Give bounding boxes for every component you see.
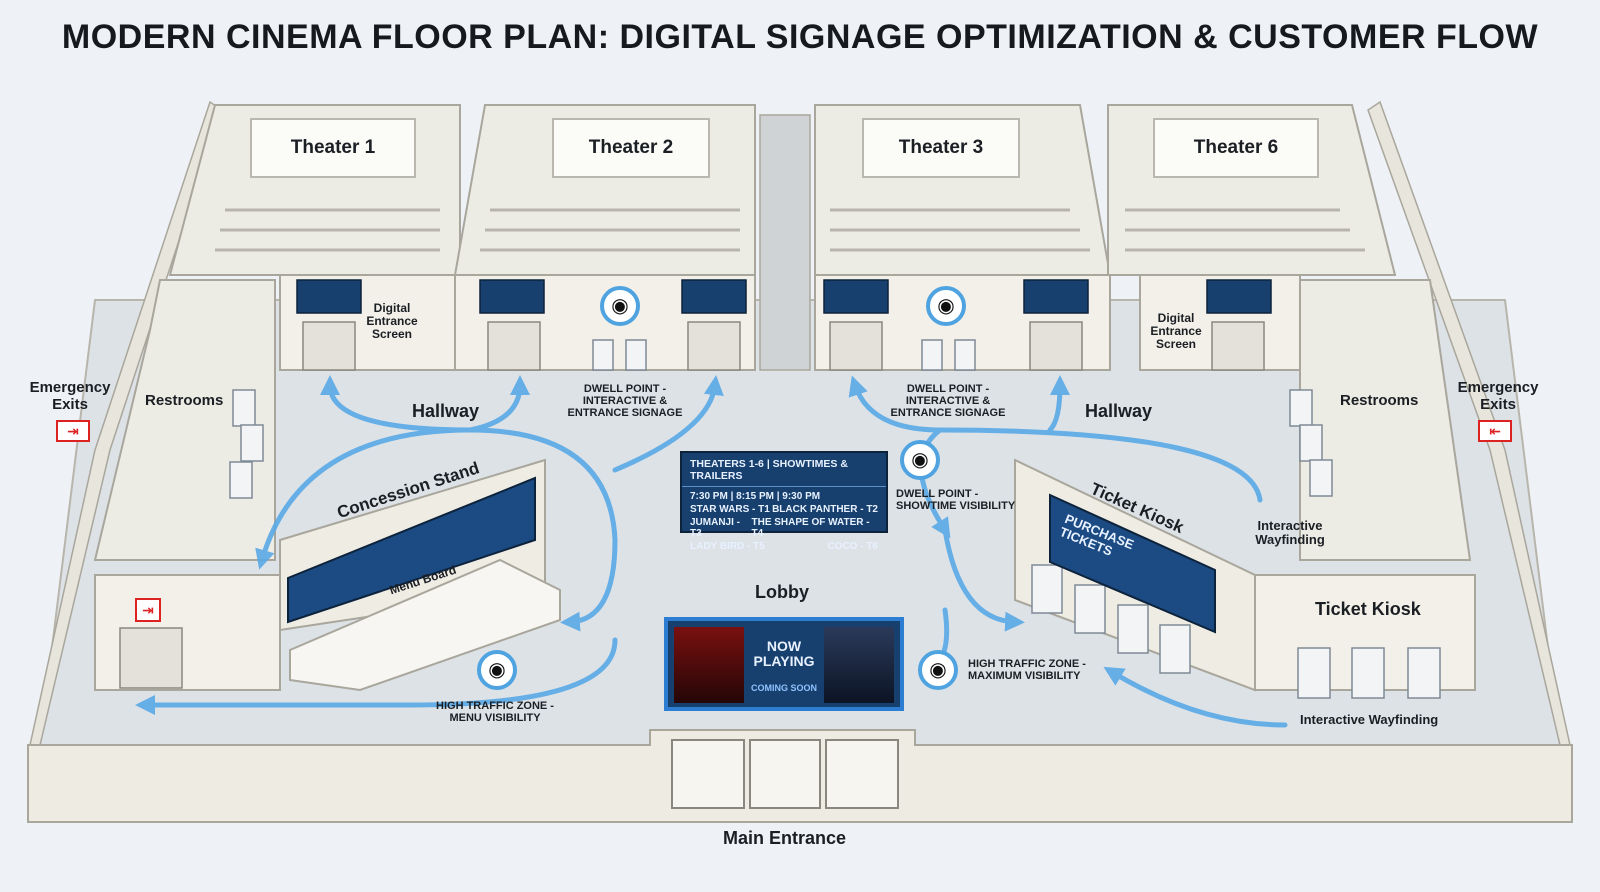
restrooms-label-left: Restrooms [145,392,224,409]
eye-icon: ◉ [600,286,640,326]
dwell-point-label-left: DWELL POINT - INTERACTIVE & ENTRANCE SIG… [567,383,683,420]
center-corridor [759,114,811,371]
theater-3-sign: Theater 3 [862,118,1020,178]
lobby-label: Lobby [755,582,809,602]
poster-right [824,627,894,703]
emergency-exits-label-left: Emergency Exits [29,379,111,413]
showtime-cell: JUMANJI - T3 [690,517,741,539]
now-playing-screen: NOW PLAYING COMING SOON [664,617,904,711]
showtime-cell: THE SHAPE OF WATER - T4 [751,517,870,539]
exit-sign-icon: ⇥ [135,598,161,622]
theater-1-sign: Theater 1 [250,118,416,178]
seating [215,208,1365,252]
coming-soon-label: COMING SOON [750,683,817,693]
emergency-exits-label-right: Emergency Exits [1457,379,1539,413]
eye-icon: ◉ [926,286,966,326]
customer-flow-arrows [135,375,1288,728]
showtime-board: THEATERS 1-6 | SHOWTIMES & TRAILERS 7:30… [680,451,888,552]
kiosks [229,339,1441,699]
high-traffic-menu-label: HIGH TRAFFIC ZONE - MENU VISIBILITY [436,700,554,725]
interactive-wayfinding-label-bottom: Interactive Wayfinding [1300,712,1439,727]
exit-sign-icon: ⇤ [1478,420,1512,442]
interactive-wayfinding-label-top: Interactive Wayfinding [1255,518,1325,548]
poster-left [674,627,744,703]
hallway-label-left: Hallway [412,401,480,421]
theater-doors [119,321,1265,689]
eye-icon: ◉ [918,650,958,690]
purchase-tickets-screen [1049,493,1216,634]
showtime-row: LADY BIRD - T5 COCO - T6 [682,540,886,553]
now-playing-label: NOW PLAYING [753,638,815,669]
page-title: MODERN CINEMA FLOOR PLAN: DIGITAL SIGNAG… [61,18,1539,56]
eye-icon: ◉ [477,650,517,690]
showtime-row: 7:30 PM | 8:15 PM | 9:30 PM [682,490,886,503]
main-entrance-label: Main Entrance [723,828,847,848]
exit-sign-icon: ⇥ [56,420,90,442]
showtime-cell: STAR WARS - T1 [690,504,770,515]
ticket-kiosk-label: Ticket Kiosk [1315,599,1421,619]
hallway-label-right: Hallway [1085,401,1153,421]
showtime-cell: LADY BIRD - T5 [690,541,765,552]
high-traffic-max-label: HIGH TRAFFIC ZONE - MAXIMUM VISIBILITY [968,658,1086,683]
showtime-board-header: THEATERS 1-6 | SHOWTIMES & TRAILERS [682,453,886,487]
theater-6-sign: Theater 6 [1153,118,1319,178]
showtime-cell: 7:30 PM | 8:15 PM | 9:30 PM [690,491,821,502]
dwell-point-showtime-label: DWELL POINT - SHOWTIME VISIBILITY [896,488,1016,513]
eye-icon: ◉ [900,440,940,480]
restroom-block-right [1299,279,1472,561]
digital-entrance-screen-label-left: Digital Entrance Screen [366,301,418,342]
entrance-screens [296,279,1272,314]
restrooms-label-right: Restrooms [1340,392,1419,409]
showtime-row: JUMANJI - T3 THE SHAPE OF WATER - T4 [682,516,886,540]
theater-2-sign: Theater 2 [552,118,710,178]
dwell-point-label-right: DWELL POINT - INTERACTIVE & ENTRANCE SIG… [890,383,1006,420]
showtime-cell: COCO - T6 [827,541,878,552]
main-entrance-doors [671,739,899,809]
showtime-cell: BLACK PANTHER - T2 [772,504,878,515]
digital-entrance-screen-label-right: Digital Entrance Screen [1150,311,1202,352]
